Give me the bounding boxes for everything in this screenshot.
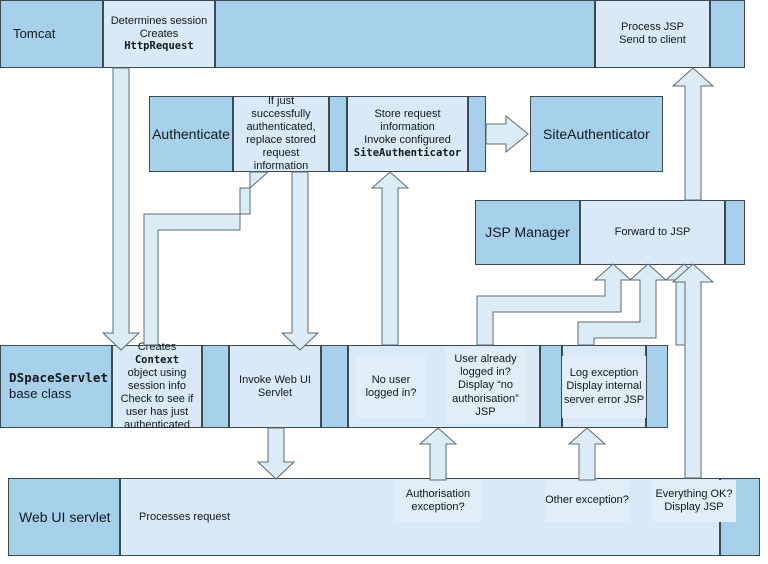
context-mono: Context [134, 354, 180, 367]
cell-ds-tail [646, 345, 668, 428]
cell-forward-to-jsp: Forward to JSP [580, 200, 725, 265]
arrow-invoke-web-ui-to-web-ui-servlet [256, 427, 296, 480]
dspace-servlet-baseclass: base class [9, 386, 72, 402]
store-request-line-2: Invoke configured [364, 134, 451, 147]
authorisation-exception-line-2: exception? [411, 501, 465, 513]
no-user-line-2: logged in? [365, 387, 417, 399]
arrow-dspace-servlet-to-authenticate [143, 171, 270, 346]
lane-label-tomcat: Tomcat [0, 0, 103, 68]
lane-label-web-ui-servlet: Web UI servlet [8, 478, 120, 556]
arrow-other-exception-to-dspace-servlet [567, 427, 607, 481]
arrow-tomcat-to-dspace-servlet [101, 67, 141, 351]
authorisation-exception-line-1: Authorisation [405, 487, 471, 500]
replace-stored-line-1: If just successfully [251, 95, 311, 121]
arrow-store-request-to-site-authenticator [485, 114, 529, 154]
everything-ok-line-1: Everything OK? [655, 487, 733, 500]
arrow-dspace-servlet-to-store-request [370, 171, 410, 346]
user-already-line-5: JSP [475, 405, 496, 418]
arrow-everything-ok-to-jsp-manager [671, 263, 715, 479]
creates-context-line-6: authenticated [123, 418, 191, 431]
processes-request-text: Processes request [139, 510, 231, 523]
forward-to-jsp-text: Forward to JSP [614, 226, 691, 239]
cell-jsp-tail [725, 200, 745, 265]
user-already-line-2: logged in? [460, 366, 511, 379]
subpanel-other-exception: Other exception? [545, 480, 629, 522]
cell-store-request-info: Store request information Invoke configu… [347, 96, 468, 172]
user-already-line-4: authorisation” [452, 392, 519, 405]
invoke-web-ui-line-1: Invoke Web UI [239, 373, 311, 386]
log-exception-line-3: server error JSP [563, 393, 645, 406]
log-exception-line-2: Display internal [566, 380, 642, 393]
subpanel-everything-ok: Everything OK? Display JSP [652, 480, 736, 522]
replace-stored-line-4: request information [253, 146, 309, 172]
process-jsp-line-2: Send to client [619, 34, 686, 46]
log-exception-line-1: Log exception [569, 367, 639, 380]
creates-context-line-5: user has just [125, 405, 189, 418]
lane-label-jsp-manager-text: JSP Manager [485, 224, 570, 241]
lane-label-site-authenticator-text: SiteAuthenticator [543, 125, 650, 142]
cell-tomcat-gap [215, 0, 595, 68]
cell-ds-spacer-3 [540, 345, 562, 428]
arrow-authorisation-exception-to-dspace-servlet [418, 427, 458, 481]
cell-tomcat-tail [710, 0, 745, 68]
lane-label-dspace-servlet: DSpaceServlet base class [0, 345, 112, 428]
subpanel-authorisation-exception: Authorisation exception? [395, 480, 481, 522]
cell-ds-spacer-1 [202, 345, 229, 428]
cell-replace-stored-request: If just successfully authenticated, repl… [233, 95, 329, 172]
subpanel-log-exception: Log exception Display internal server er… [562, 356, 646, 418]
user-already-line-1: User already [454, 353, 517, 366]
cell-ds-spacer-2 [321, 345, 348, 428]
store-request-line-1: Store request information [374, 108, 441, 134]
arrow-authenticate-to-dspace-servlet [280, 171, 320, 351]
cell-determines-session: Determines session Creates HttpRequest [103, 0, 215, 68]
dspace-servlet-mono: DSpaceServlet [9, 370, 109, 386]
cell-invoke-web-ui-servlet: Invoke Web UI Servlet [229, 345, 321, 428]
no-user-line-1: No user [371, 373, 411, 386]
arrow-no-user-to-jsp-manager [476, 263, 633, 346]
user-already-line-3: Display “no [457, 379, 514, 392]
subpanel-no-user-logged-in: No user logged in? [356, 356, 426, 418]
process-jsp-line-1: Process JSP [621, 21, 684, 34]
invoke-web-ui-line-2: Servlet [257, 386, 293, 399]
other-exception-text: Other exception? [545, 494, 629, 507]
cell-auth-spacer [329, 96, 347, 172]
cell-process-jsp: Process JSP Send to client [595, 0, 710, 68]
arrow-log-exception-to-jsp-manager [664, 263, 704, 346]
http-request-mono: HttpRequest [124, 40, 194, 53]
everything-ok-line-2: Display JSP [664, 501, 724, 513]
cell-creates-context: Creates Context object using session inf… [112, 341, 202, 431]
creates-context-line-4: Check to see if [120, 392, 194, 405]
determines-session-line-1: Determines session [110, 14, 208, 27]
lane-label-web-ui-servlet-text: Web UI servlet [19, 508, 111, 525]
lane-label-authenticate-text: Authenticate [152, 125, 230, 142]
lane-label-jsp-manager: JSP Manager [475, 200, 580, 265]
determines-session-line-2: Creates HttpRequest [108, 28, 210, 54]
lane-label-site-authenticator: SiteAuthenticator [530, 96, 663, 172]
lane-label-authenticate: Authenticate [149, 96, 233, 172]
replace-stored-line-2: authenticated, [246, 121, 316, 134]
creates-word-2: Creates [137, 341, 177, 354]
creates-word: Creates [139, 27, 179, 40]
creates-context-line-1: Creates Context [117, 341, 197, 367]
lane-label-tomcat-text: Tomcat [13, 26, 56, 42]
creates-context-line-3: session info [127, 380, 187, 393]
creates-context-line-2: object using [127, 367, 187, 380]
subpanel-user-already-logged-in: User already logged in? Display “no auth… [445, 348, 526, 424]
arrow-jsp-manager-to-process-jsp [671, 67, 715, 201]
arrow-user-already-to-jsp-manager [577, 263, 668, 346]
site-authenticator-mono: SiteAuthenticator [353, 147, 462, 160]
replace-stored-line-3: replace stored [246, 134, 316, 146]
cell-auth-tail [468, 96, 486, 172]
